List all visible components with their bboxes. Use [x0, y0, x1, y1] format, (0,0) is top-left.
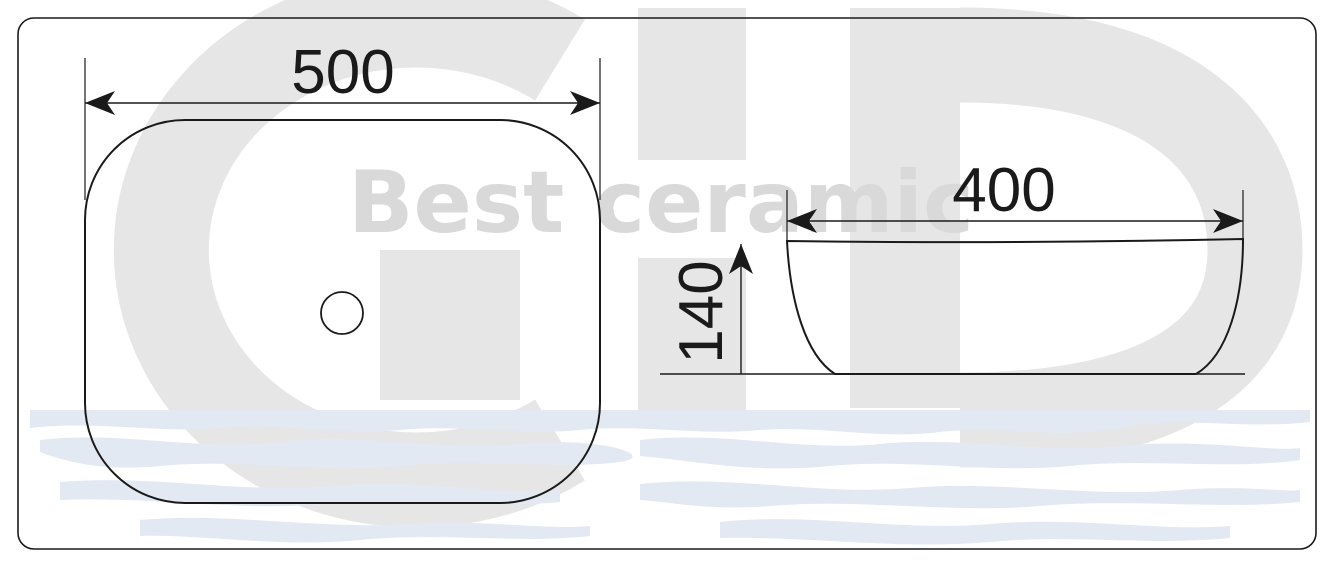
watermark-slogan: Best ceramic [348, 153, 974, 253]
drawing-frame [17, 17, 1317, 550]
width-label: 500 [291, 38, 394, 107]
depth-label: 400 [952, 156, 1055, 225]
gid-watermark-logo [113, 0, 1303, 528]
basin-profile [785, 237, 1245, 375]
height-label: 140 [667, 260, 736, 363]
drain-hole [320, 291, 364, 335]
basin-outline [84, 119, 601, 504]
basin-side-view: 400 140 [660, 156, 1245, 375]
basin-top-view: 500 [84, 38, 601, 504]
water-reflection-decoration [30, 410, 1310, 545]
